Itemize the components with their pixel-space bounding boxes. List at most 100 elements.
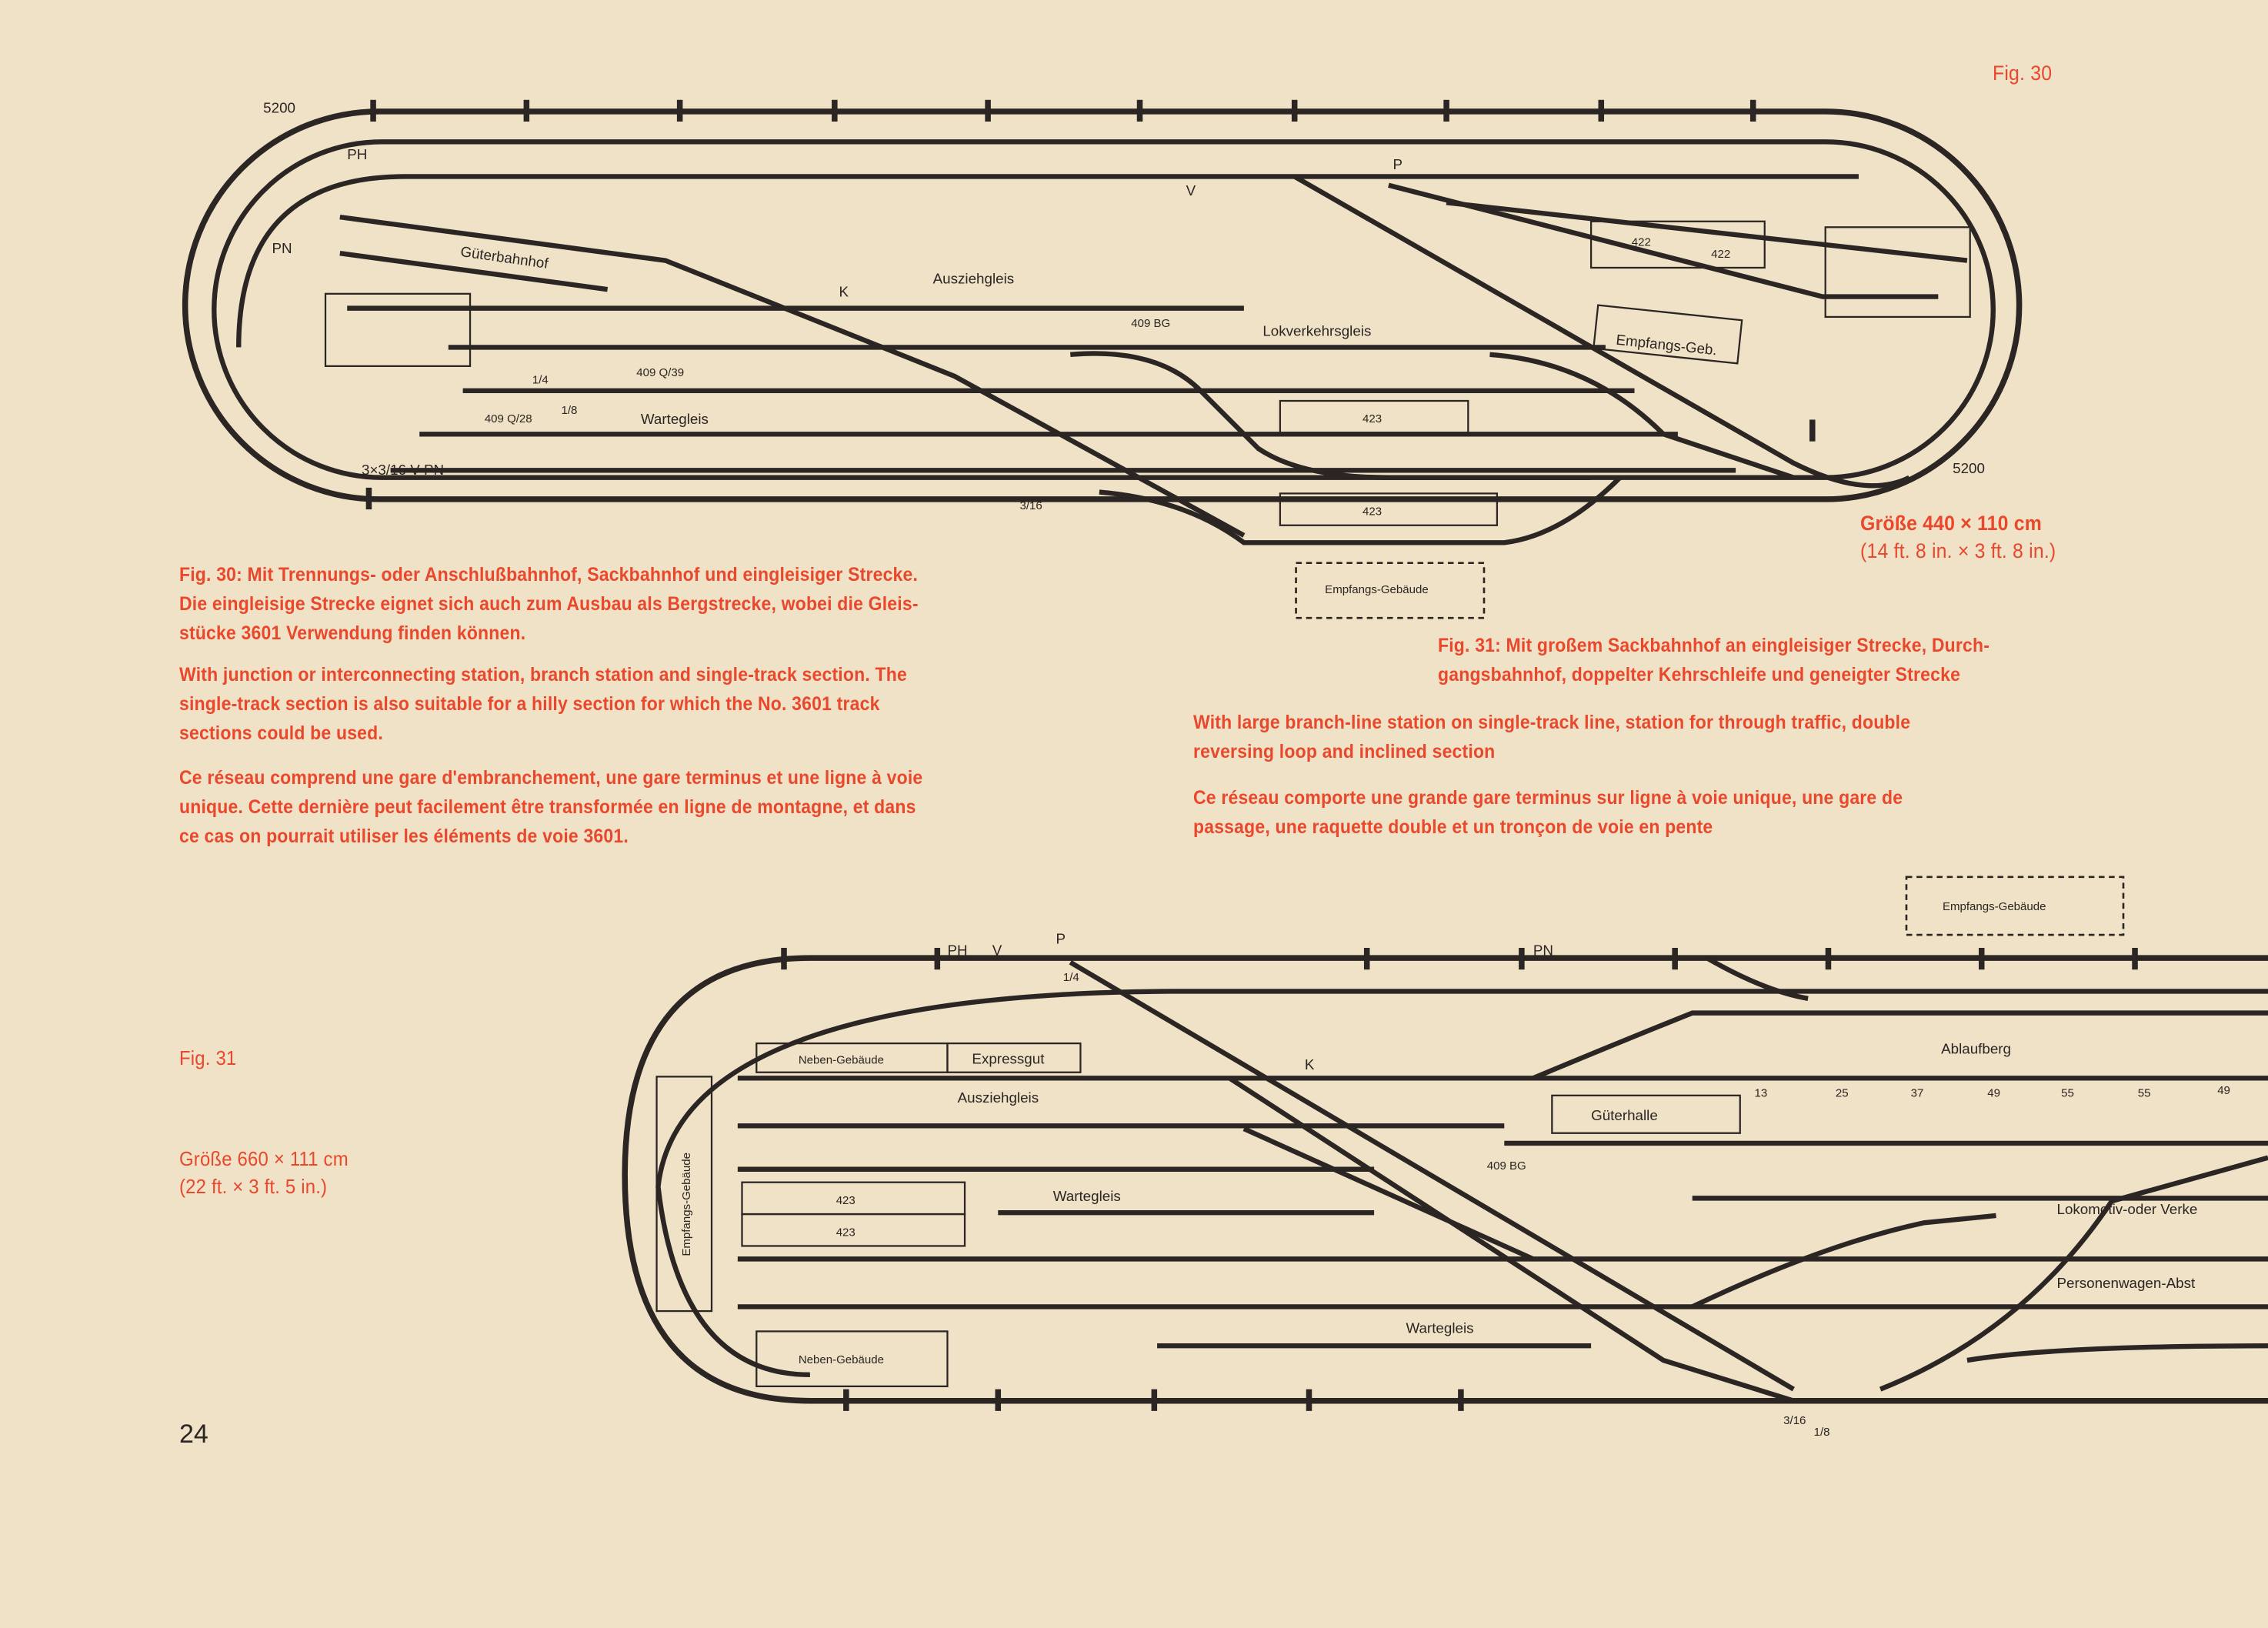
- fig31-label-wartegleis: Wartegleis: [1053, 1188, 1121, 1204]
- fig31-label-lokomotiv: Lokomotiv-oder Verke: [2057, 1201, 2198, 1217]
- fig31-empfangs-gebaeude-dashed-box: [1905, 876, 2125, 936]
- size-line: Größe 660 × 111 cm: [179, 1147, 349, 1170]
- fig31-label-empfangs-gebaeude-vertical: Empfangs-Gebäude: [680, 1153, 693, 1256]
- fig31-track-ticks: [781, 947, 2138, 1411]
- caption-line: Ce réseau comprend une gare d'embranchem…: [179, 767, 923, 789]
- fig30-label-empfangs-geb: Empfangs-Geb.: [1616, 332, 1718, 359]
- fig31-label-ablaufberg: Ablaufberg: [1941, 1040, 2011, 1056]
- fig30-label-409bg: 409 BG: [1131, 317, 1170, 330]
- fig31-hump-number: 13: [1755, 1087, 1768, 1100]
- caption-line: Die eingleisige Strecke eignet sich auch…: [179, 593, 919, 615]
- fig30-building: [1824, 226, 1971, 319]
- fig31-hump-number: 49: [2217, 1084, 2230, 1097]
- fig30-mark: K: [839, 284, 849, 300]
- fig31-diagonal: [1242, 1126, 1535, 1262]
- fig30-mark: PH: [347, 146, 367, 162]
- caption-line: single-track section is also suitable fo…: [179, 693, 880, 715]
- fig30-label-422: 422: [1711, 248, 1730, 261]
- fig30-building-422: [1589, 220, 1766, 269]
- fig31-neben-gebaeude-bottom-box: [755, 1330, 949, 1388]
- fig30-caption-en: With junction or interconnecting station…: [179, 660, 907, 748]
- fig31-ablaufberg-track: [1532, 1010, 2268, 1081]
- fig31-track: [1691, 1213, 1996, 1309]
- fig31-hump-number: 55: [2061, 1087, 2074, 1100]
- fig30-mark: P: [1393, 156, 1403, 172]
- fig31-hump-number: 55: [2138, 1087, 2151, 1100]
- fig30-label-wartegleis: Wartegleis: [641, 411, 709, 427]
- fig30-label-empfangs-gebaeude: Empfangs-Gebäude: [1325, 583, 1429, 596]
- fig30-inner-loop: [212, 139, 1996, 480]
- fig31-label: Fig. 31: [179, 1046, 237, 1069]
- fig31-diagonal: [1228, 1076, 1795, 1403]
- fig30-caption-fr: Ce réseau comprend une gare d'embranchem…: [179, 763, 922, 851]
- fig31-hump-number: 49: [1987, 1087, 2000, 1100]
- fig31-inner-loop: [655, 989, 2268, 1378]
- fig31-track: [1879, 1155, 2268, 1392]
- caption-line: sections could be used.: [179, 722, 383, 744]
- fig31-label-neben-gebaeude: Neben-Gebäude: [799, 1053, 884, 1066]
- fig31-mark: K: [1305, 1056, 1315, 1073]
- fig31-caption-fr: Ce réseau comporte une grande gare termi…: [1193, 783, 1903, 842]
- fig30-track: [1070, 351, 1592, 480]
- fig30-building-423: [1279, 492, 1499, 526]
- fig31-expressgut-box: [946, 1042, 1082, 1073]
- fig31-size: Größe 660 × 111 cm (22 ft. × 3 ft. 5 in.…: [179, 1145, 349, 1200]
- caption-line: Fig. 31: Mit großem Sackbahnhof an eingl…: [1438, 635, 1990, 656]
- fig30-label-5200: 5200: [263, 100, 295, 116]
- fig30-label-409q28: 409 Q/28: [485, 412, 532, 425]
- fig30-mark: V: [1186, 182, 1196, 198]
- fig30-empfangs-geb-box: [1593, 304, 1743, 365]
- fig30-label: Fig. 30: [1993, 62, 2053, 85]
- size-line: (22 ft. × 3 ft. 5 in.): [179, 1175, 328, 1198]
- caption-line: unique. Cette dernière peut facilement ê…: [179, 796, 916, 818]
- fig30-mark: PN: [272, 240, 292, 256]
- fig30-label-gueterbahnhof: Güterbahnhof: [459, 243, 550, 272]
- fig30-label-lokverkehrsgleis: Lokverkehrsgleis: [1262, 322, 1371, 339]
- fig30-diagram: 5200 5200 Güterbahnhof Ausziehgleis Lokv…: [182, 99, 2023, 619]
- fig30-siding: [339, 250, 609, 292]
- fig31-track: [1705, 956, 1809, 1001]
- fig30-empfangs-gebaeude-box: [1295, 562, 1486, 619]
- fig31-mark: PH: [947, 942, 967, 958]
- fig31-mark: PN: [1533, 942, 1553, 958]
- fig31-label-gueterhalle: Güterhalle: [1591, 1107, 1658, 1123]
- fig30-size: Größe 440 × 110 cm (14 ft. 8 in. × 3 ft.…: [1860, 509, 2056, 565]
- fig31-main-loop: [622, 955, 2268, 1404]
- caption-line: Fig. 30: Mit Trennungs- oder Anschlußbah…: [179, 564, 919, 585]
- fig30-label-409q39: 409 Q/39: [636, 366, 684, 379]
- fig30-track-ticks: [365, 99, 1816, 510]
- fig30-diagonal: [1293, 174, 1911, 489]
- fig31-caption-de: Fig. 31: Mit großem Sackbahnhof an eingl…: [1438, 631, 1990, 689]
- fig30-mark: 1/4: [532, 373, 549, 386]
- fig30-track: [1489, 352, 1795, 480]
- caption-line: With large branch-line station on single…: [1193, 712, 1911, 733]
- fig30-mark: 3/16: [1019, 499, 1042, 512]
- fig30-building-423: [1279, 399, 1469, 434]
- fig31-label-423: 423: [836, 1194, 856, 1207]
- fig31-mark: V: [992, 942, 1002, 958]
- fig30-siding: [1388, 182, 1939, 299]
- fig31-caption-en: With large branch-line station on single…: [1193, 708, 1910, 766]
- caption-line: ce cas on pourrait utiliser les éléments…: [179, 826, 629, 847]
- fig30-label-5200: 5200: [1953, 460, 1985, 476]
- caption-line: gangsbahnhof, doppelter Kehrschleife und…: [1438, 664, 1961, 686]
- fig31-empfangs-gebaeude-box: [655, 1076, 713, 1313]
- fig30-label-ausziehgleis: Ausziehgleis: [933, 271, 1015, 287]
- fig31-hump-number: 25: [1836, 1087, 1849, 1100]
- fig30-track: [1099, 475, 1622, 545]
- fig30-branch-track: [236, 174, 1859, 348]
- fig30-label-422: 422: [1632, 236, 1651, 249]
- caption-line: With junction or interconnecting station…: [179, 664, 907, 686]
- fig31-label-ausziehgleis: Ausziehgleis: [958, 1089, 1039, 1106]
- fig31-label-personenwagen: Personenwagen-Abst: [2057, 1275, 2196, 1291]
- fig30-caption-de: Fig. 30: Mit Trennungs- oder Anschlußbah…: [179, 560, 919, 648]
- fig31-building-423: [741, 1213, 966, 1247]
- fig31-track: [1966, 1343, 2268, 1363]
- fig31-diagonal: [1069, 960, 1795, 1392]
- fig30-outer-loop: [182, 108, 2023, 502]
- fig31-mark: 1/8: [1814, 1426, 1830, 1439]
- fig30-mark: 3×3/16 V PN: [362, 462, 444, 478]
- fig31-label-409bg: 409 BG: [1487, 1159, 1526, 1173]
- fig31-hump-number: 37: [1911, 1087, 1924, 1100]
